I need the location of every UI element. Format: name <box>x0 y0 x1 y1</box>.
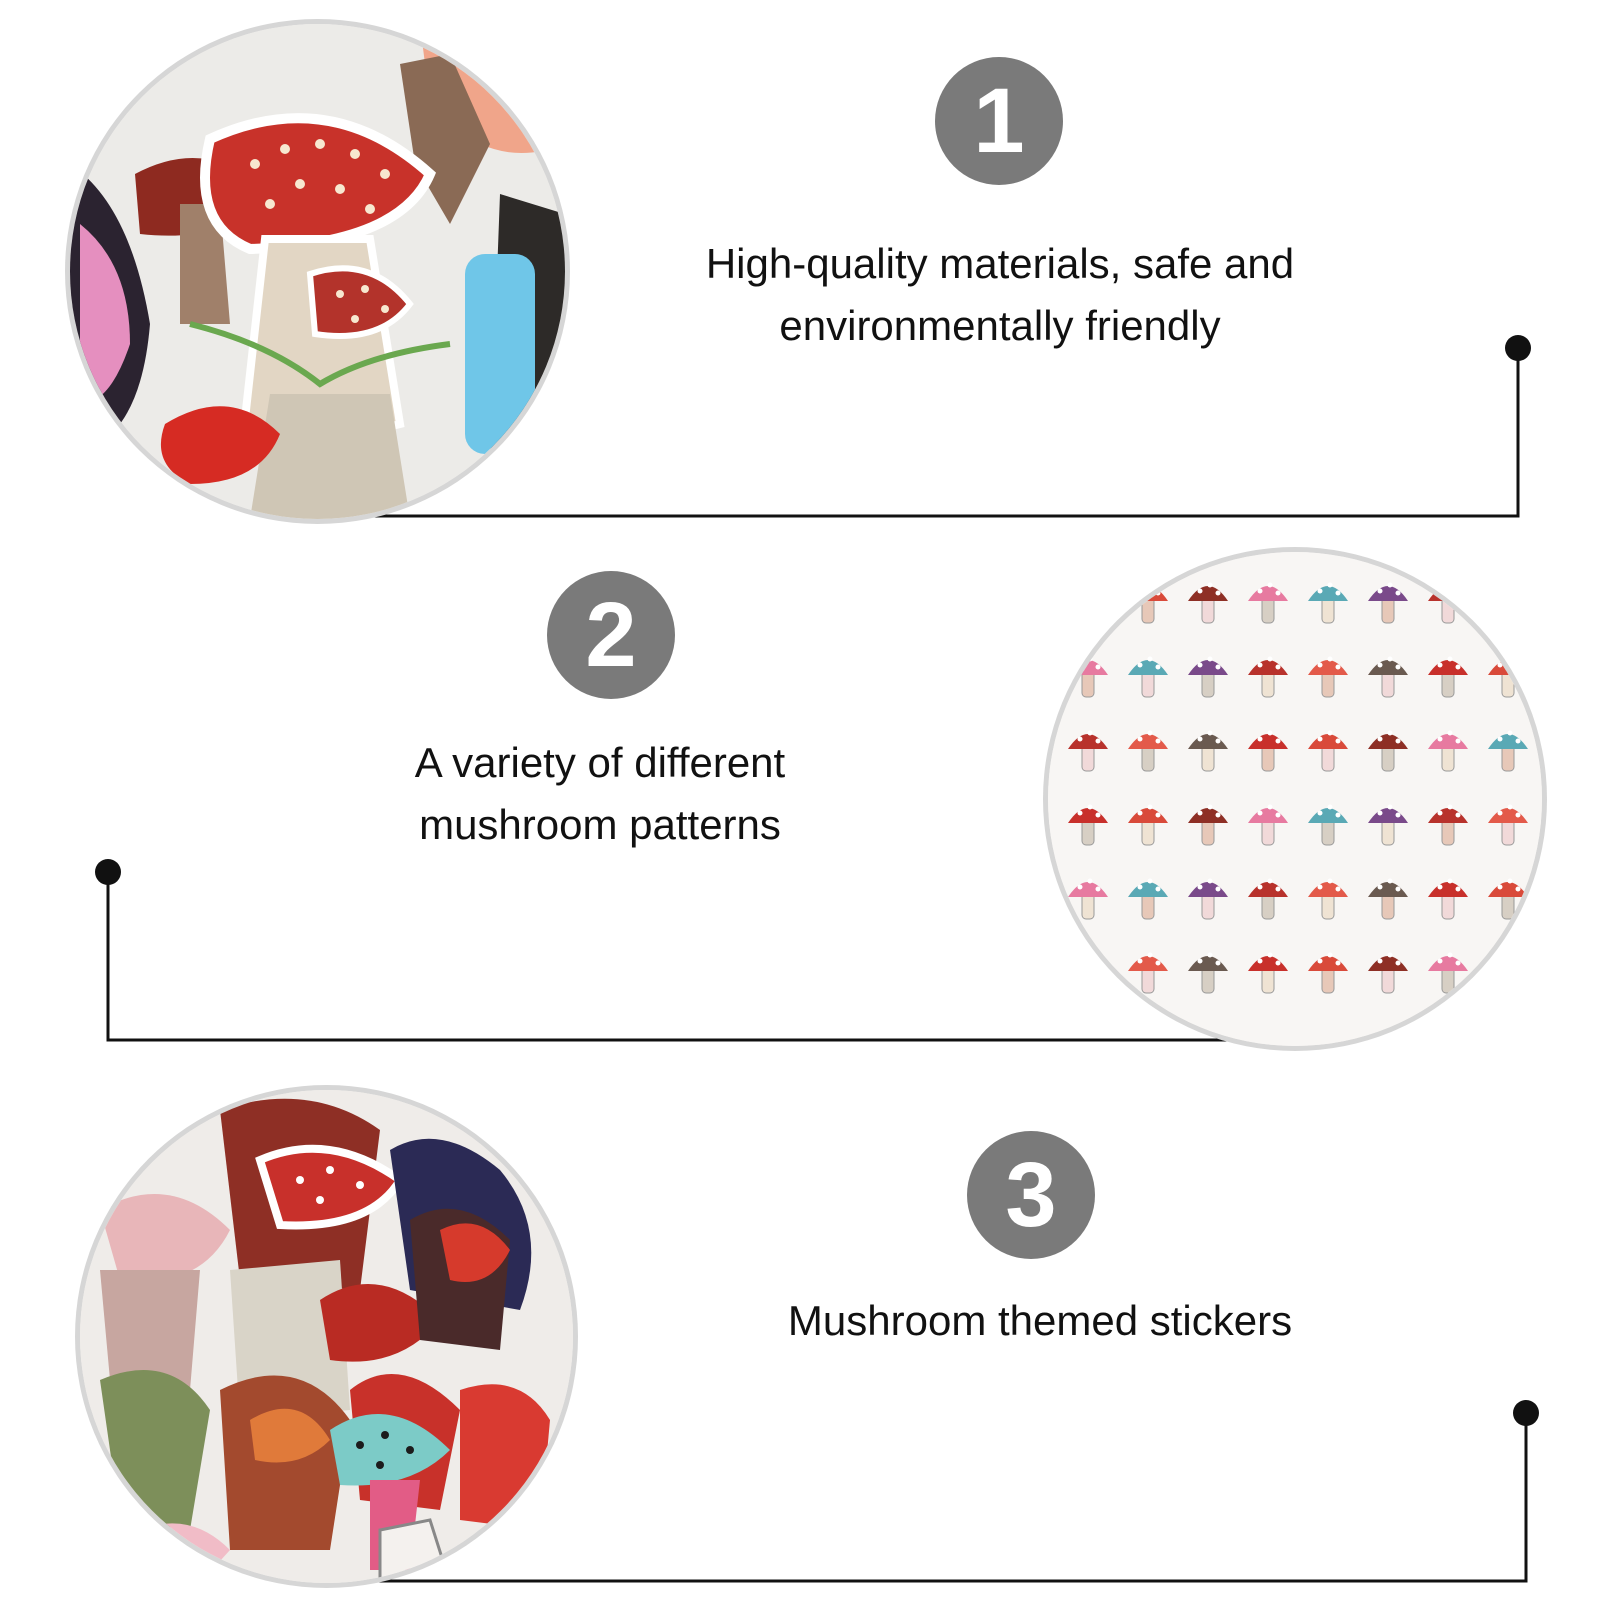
feature-2-number-badge: 2 <box>547 571 675 699</box>
feature-3-text: Mushroom themed stickers <box>720 1290 1360 1352</box>
feature-2-text: A variety of different mushroom patterns <box>320 732 880 856</box>
feature-3-line-1: Mushroom themed stickers <box>787 1297 1293 1344</box>
pile-of-mushroom-stickers-photo <box>80 1090 573 1583</box>
connector-dot-2 <box>95 859 121 885</box>
feature-1-text: High-quality materials, safe and environ… <box>660 233 1340 357</box>
connector-dot-1 <box>1505 335 1531 361</box>
feature-2-line-2: mushroom patterns <box>419 801 781 848</box>
feature-2-line-1: A variety of different <box>414 739 786 786</box>
close-up-mushroom-stickers-photo <box>70 24 565 519</box>
mushroom-sticker-pattern-grid-photo <box>1048 552 1542 1046</box>
feature-1-number-badge: 1 <box>935 57 1063 185</box>
connector-dot-3 <box>1513 1400 1539 1426</box>
feature-1-line-1: High-quality materials, safe and <box>705 240 1295 287</box>
feature-3-number-badge: 3 <box>967 1131 1095 1259</box>
feature-1-line-2: environmentally friendly <box>779 302 1221 349</box>
